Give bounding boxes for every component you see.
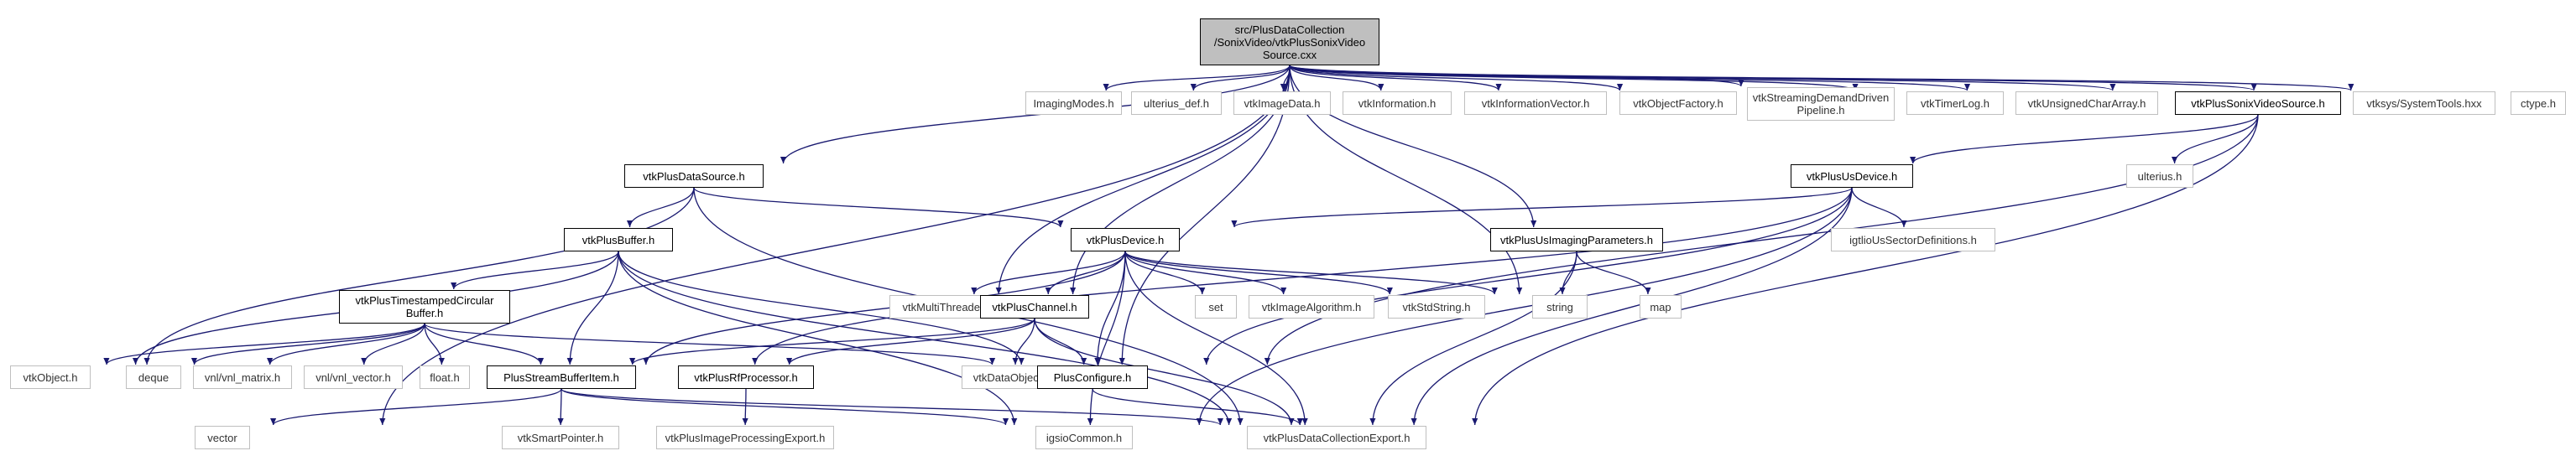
edge-vtk-plus-timestamped-circular-buffer-to-float [424, 323, 445, 365]
edge-vtk-plus-channel-to-plus-stream-buffer-item [629, 318, 1035, 365]
edge-root-to-ctype [1289, 65, 2354, 91]
edge-vtk-plus-timestamped-circular-buffer-to-plus-stream-buffer-item [424, 323, 545, 365]
edge-vtk-plus-us-device-to-vtk-plus-device [1231, 187, 1853, 228]
edge-root-to-ulterius-def [1190, 65, 1291, 91]
node-vtk-object: vtkObject.h [10, 365, 91, 389]
node-plus-configure[interactable]: PlusConfigure.h [1037, 365, 1148, 389]
node-vtk-plus-timestamped-circular-buffer[interactable]: vtkPlusTimestampedCircular Buffer.h [339, 290, 510, 324]
node-vnl-vector: vnl/vnl_vector.h [304, 365, 403, 389]
node-vtk-smart-pointer: vtkSmartPointer.h [502, 426, 619, 449]
edge-vtk-plus-device-to-plus-configure [1094, 251, 1126, 365]
node-plus-stream-buffer-item[interactable]: PlusStreamBufferItem.h [487, 365, 636, 389]
node-root-source-file: src/PlusDataCollection /SonixVideo/vtkPl… [1200, 18, 1379, 65]
edge-plus-stream-buffer-item-to-igsio-common [561, 388, 1009, 426]
node-vtk-information: vtkInformation.h [1343, 91, 1452, 115]
edge-vtk-plus-data-source-to-vtk-plus-buffer [626, 187, 695, 228]
node-vtk-image-algorithm: vtkImageAlgorithm.h [1249, 295, 1374, 319]
node-set: set [1195, 295, 1237, 319]
edge-vtk-plus-sonix-video-source-to-vtk-plus-us-device [1910, 114, 2259, 164]
node-vtk-plus-data-collection-export: vtkPlusDataCollectionExport.h [1247, 426, 1426, 449]
edge-vtk-plus-device-to-string [1124, 251, 1498, 295]
node-deque: deque [126, 365, 181, 389]
edge-plus-configure-to-vtk-plus-data-collection-export [1092, 388, 1303, 426]
edge-vtk-plus-device-to-vtk-plus-data-collection-export [1124, 251, 1308, 426]
edge-vtk-plus-data-source-to-vtk-object [143, 187, 695, 365]
node-vnl-matrix: vnl/vnl_matrix.h [193, 365, 292, 389]
node-vtk-plus-data-source[interactable]: vtkPlusDataSource.h [624, 164, 764, 188]
node-string: string [1532, 295, 1588, 319]
edge-vtk-plus-us-device-to-plus-configure [1203, 187, 1853, 365]
edge-vtk-plus-us-imaging-parameters-to-vtk-plus-data-collection-export [1369, 251, 1577, 426]
node-vtk-image-data: vtkImageData.h [1233, 91, 1331, 115]
edge-vtk-plus-timestamped-circular-buffer-to-vnl-matrix [267, 323, 425, 365]
node-float: float.h [420, 365, 470, 389]
node-ulterius: ulterius.h [2126, 164, 2193, 188]
edge-vtk-plus-us-imaging-parameters-to-string [1559, 251, 1577, 295]
edge-vtk-plus-sonix-video-source-to-ulterius [2171, 114, 2259, 164]
edge-vtk-plus-channel-to-plus-configure [1034, 318, 1087, 365]
node-vtk-object-factory: vtkObjectFactory.h [1619, 91, 1737, 115]
node-vtk-plus-device[interactable]: vtkPlusDevice.h [1071, 228, 1180, 251]
node-vtk-timer-log: vtkTimerLog.h [1906, 91, 2004, 115]
edge-vtk-plus-buffer-to-plus-configure [618, 251, 1025, 365]
edge-vtk-plus-channel-to-vtk-plus-data-collection-export [1034, 318, 1295, 426]
edge-vtk-plus-channel-to-vtk-data-object [1012, 318, 1035, 365]
edge-vtk-plus-timestamped-circular-buffer-to-vnl-vector [361, 323, 425, 365]
node-igtlio-us-sector-definitions: igtlioUsSectorDefinitions.h [1831, 228, 1995, 251]
edge-root-to-plus-configure [1119, 65, 1291, 365]
edge-root-to-vtk-information [1289, 65, 1384, 91]
node-vtk-plus-channel[interactable]: vtkPlusChannel.h [980, 295, 1089, 319]
node-vtk-streaming-demand-driven-pipeline: vtkStreamingDemandDriven Pipeline.h [1747, 87, 1895, 121]
node-ctype: ctype.h [2511, 91, 2566, 115]
edge-vtk-plus-device-to-vtk-multi-threader [971, 251, 1126, 295]
edge-root-to-vtk-plus-us-imaging-parameters [1289, 65, 1537, 228]
edge-root-to-vtk-information-vector [1289, 65, 1502, 91]
node-vtk-plus-us-device[interactable]: vtkPlusUsDevice.h [1791, 164, 1913, 188]
edge-vtk-plus-rf-processor-to-vtk-plus-image-processing-export [742, 388, 748, 426]
node-vtk-plus-buffer[interactable]: vtkPlusBuffer.h [564, 228, 673, 251]
edge-vtk-plus-device-to-vtk-plus-channel [1045, 251, 1126, 295]
edge-vtk-plus-us-device-to-igtlio-us-sector-definitions [1851, 187, 1907, 228]
node-vtk-plus-sonix-video-source[interactable]: vtkPlusSonixVideoSource.h [2175, 91, 2341, 115]
edge-vtk-plus-device-to-vtk-std-string [1124, 251, 1393, 295]
node-vtk-information-vector: vtkInformationVector.h [1464, 91, 1607, 115]
edge-vtk-plus-device-to-vtk-image-algorithm [1124, 251, 1287, 295]
edge-plus-stream-buffer-item-to-vector [270, 388, 562, 426]
edge-vtk-plus-channel-to-vtk-plus-rf-processor [786, 318, 1035, 365]
edge-vtk-plus-device-to-igsio-common [1087, 251, 1126, 426]
node-vtk-unsigned-char-array: vtkUnsignedCharArray.h [2015, 91, 2158, 115]
node-vtk-plus-us-imaging-parameters[interactable]: vtkPlusUsImagingParameters.h [1490, 228, 1663, 251]
node-ulterius-def: ulterius_def.h [1131, 91, 1222, 115]
edge-root-to-imaging-modes [1103, 65, 1291, 91]
edge-vtk-plus-us-imaging-parameters-to-map [1576, 251, 1651, 295]
edge-vtk-plus-device-to-plus-stream-buffer-item [643, 251, 1126, 365]
node-imaging-modes: ImagingModes.h [1025, 91, 1122, 115]
edge-vtk-plus-buffer-to-vtk-plus-timestamped-circular-buffer [451, 251, 619, 290]
edge-vtk-plus-buffer-to-igsio-common [618, 251, 1018, 426]
edge-root-to-vtk-unsigned-char-array [1289, 65, 1970, 91]
node-vtk-plus-image-processing-export: vtkPlusImageProcessingExport.h [656, 426, 834, 449]
edge-vtk-plus-timestamped-circular-buffer-to-deque [190, 323, 425, 365]
edge-root-to-vector [379, 65, 1291, 426]
edge-vtk-plus-us-device-to-vtk-plus-data-collection-export [1411, 187, 1853, 426]
edge-vtk-plus-timestamped-circular-buffer-to-plus-configure [424, 323, 995, 365]
node-vtk-std-string: vtkStdString.h [1388, 295, 1485, 319]
edge-root-to-vtk-object-factory [1289, 65, 1623, 91]
node-vtksys-system-tools: vtksys/SystemTools.hxx [2353, 91, 2495, 115]
edge-vtk-plus-timestamped-circular-buffer-to-vtk-object [103, 323, 425, 365]
node-vector: vector [195, 426, 250, 449]
edge-vtk-plus-buffer-to-vtk-plus-data-collection-export [618, 251, 1233, 426]
node-vtk-plus-rf-processor[interactable]: vtkPlusRfProcessor.h [678, 365, 814, 389]
edge-vtk-plus-data-source-to-vtk-plus-device [693, 187, 1064, 228]
node-map: map [1640, 295, 1682, 319]
edge-vtk-plus-sonix-video-source-to-vtk-plus-data-collection-export [1472, 114, 2259, 426]
node-igsio-common: igsioCommon.h [1035, 426, 1133, 449]
edge-vtk-plus-us-device-to-igsio-common [1196, 187, 1853, 426]
edge-plus-stream-buffer-item-to-vtk-plus-data-collection-export [561, 388, 1223, 426]
edge-vtk-plus-buffer-to-plus-stream-buffer-item [566, 251, 619, 365]
edge-vtk-plus-device-to-set [1124, 251, 1206, 295]
